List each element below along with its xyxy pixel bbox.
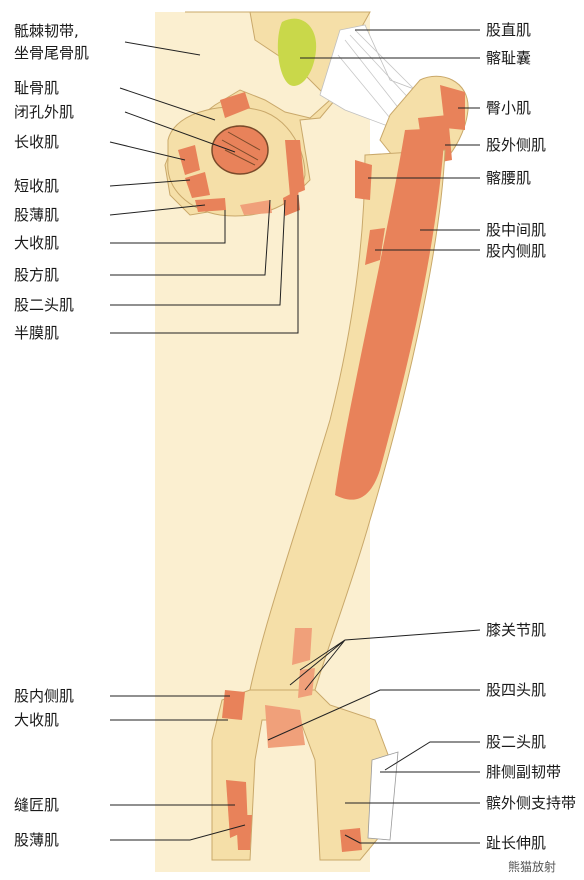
label-rectus-femoris: 股直肌 bbox=[486, 21, 532, 39]
label-iliopsoas: 髂腰肌 bbox=[486, 169, 532, 187]
iliopsoas-patch bbox=[355, 160, 372, 200]
label-vastus-intermedius: 股中间肌 bbox=[486, 221, 547, 239]
label-vastus-lateralis: 股外侧肌 bbox=[486, 136, 547, 154]
label-obturator-ext: 闭孔外肌 bbox=[14, 103, 75, 121]
distal-femur bbox=[211, 689, 391, 861]
quadratus-femoris-muscle bbox=[285, 140, 305, 196]
cartilage-patch bbox=[277, 18, 317, 86]
semimembranosus-muscle bbox=[283, 190, 300, 216]
adductor-magnus-bottom-patch bbox=[222, 690, 245, 720]
label-quadratus-femoris: 股方肌 bbox=[14, 266, 60, 284]
ext-digitorum-patch bbox=[340, 828, 362, 852]
obturator-hatching bbox=[221, 131, 261, 166]
label-pubic: 耻骨肌 bbox=[14, 79, 60, 97]
label-fibular-collateral: 腓侧副韧带 bbox=[486, 763, 562, 781]
label-vastus-medialis: 股内侧肌 bbox=[486, 242, 547, 260]
label-adductor-brevis: 短收肌 bbox=[14, 177, 60, 195]
label-sacrospinous: 骶棘韧带, bbox=[14, 22, 79, 40]
label-adductor-magnus-top: 大收肌 bbox=[14, 234, 60, 252]
label-articularis-genus: 膝关节肌 bbox=[486, 621, 547, 639]
label-biceps-top: 股二头肌 bbox=[14, 296, 75, 314]
ligament-fibers bbox=[337, 29, 426, 119]
adductor-brevis-muscle bbox=[185, 172, 210, 198]
label-adductor-magnus-bottom: 大收肌 bbox=[14, 711, 60, 729]
adductor-longus-muscle bbox=[178, 145, 200, 175]
label-lateral-retinaculum: 髌外侧支持带 bbox=[486, 794, 577, 812]
gracilis-bottom-patch bbox=[236, 815, 252, 850]
label-biceps-bottom: 股二头肌 bbox=[486, 733, 547, 751]
pubic-muscle bbox=[220, 92, 250, 118]
label-gluteus-minimus: 臀小肌 bbox=[486, 99, 532, 117]
label-gracilis-top: 股薄肌 bbox=[14, 206, 60, 224]
label-gracilis-bottom: 股薄肌 bbox=[14, 831, 60, 849]
label-semimembranosus: 半膜肌 bbox=[14, 324, 60, 342]
gracilis-muscle-top bbox=[195, 198, 226, 212]
fibular-collateral-ligament bbox=[367, 751, 399, 841]
label-ext-digitorum-longus: 趾长伸肌 bbox=[486, 834, 547, 852]
watermark: 熊猫放射 bbox=[508, 860, 557, 874]
label-vastus-medialis-bottom: 股内侧肌 bbox=[14, 687, 75, 705]
vastus-medialis-patch bbox=[365, 228, 385, 265]
label-sartorius: 缝匠肌 bbox=[14, 796, 60, 814]
vastus-intermedius-strip bbox=[335, 128, 445, 500]
label-adductor-longus: 长收肌 bbox=[14, 133, 60, 151]
knee-muscle-patches bbox=[292, 628, 315, 698]
biceps-muscle-top bbox=[240, 200, 272, 215]
label-iliopubic-bursa: 髂耻囊 bbox=[486, 49, 532, 67]
label-sacrospinous-2: 坐骨尾骨肌 bbox=[14, 44, 90, 62]
leader-lines bbox=[109, 29, 481, 844]
label-quadriceps: 股四头肌 bbox=[486, 681, 547, 699]
